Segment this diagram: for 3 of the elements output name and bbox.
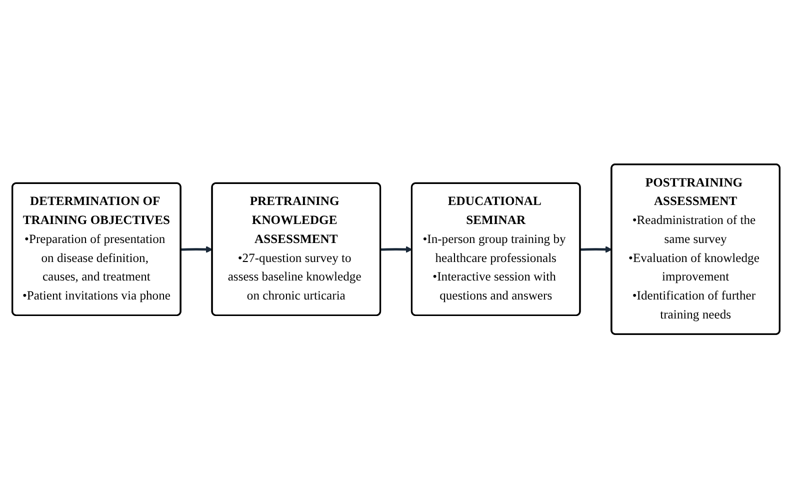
arrow [580,246,612,254]
arrow [180,246,213,254]
arrow [380,246,412,254]
